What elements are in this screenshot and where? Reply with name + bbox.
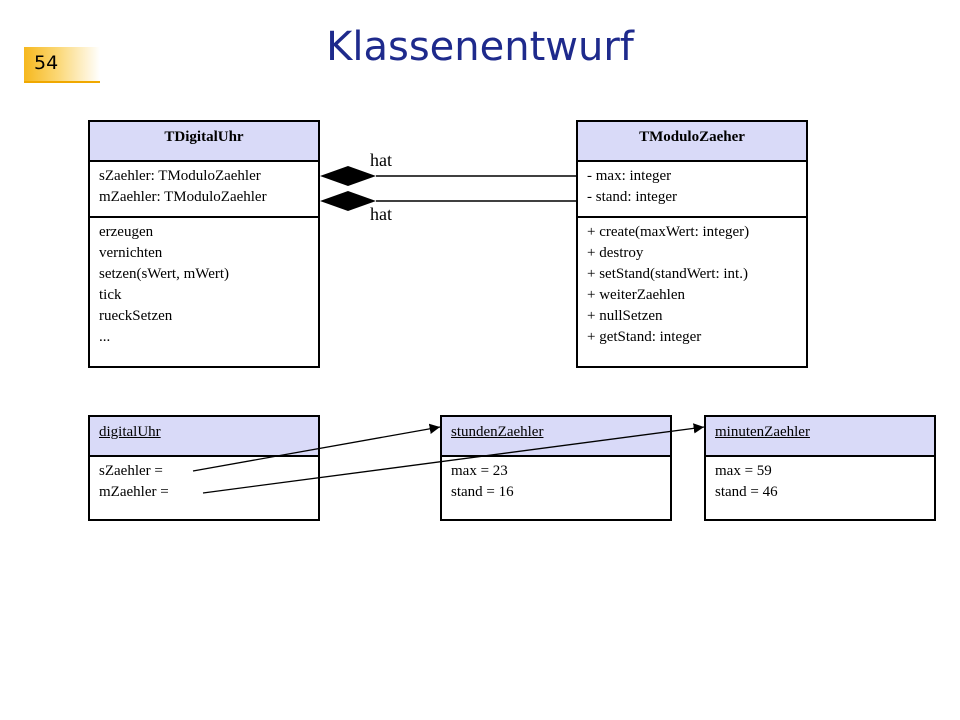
slide-number-badge: 54 [24,47,100,83]
slide-title: Klassenentwurf [326,24,634,70]
method: + getStand: integer [587,329,702,345]
method: + destroy [587,245,644,261]
method: erzeugen [99,224,154,240]
class-tmodulozaeher: TModuloZaeher - max: integer - stand: in… [576,120,808,368]
field: max = 59 [715,463,772,479]
method: vernichten [99,245,163,261]
slide-number: 54 [34,52,59,74]
attribute: - stand: integer [587,189,677,205]
object-name: stundenZaehler [442,417,670,455]
class-tdigitaluhr: TDigitalUhr sZaehler: TModuloZaehler mZa… [88,120,320,368]
class-attributes: sZaehler: TModuloZaehler mZaehler: TModu… [90,160,318,216]
field: stand = 46 [715,484,778,500]
class-name: TDigitalUhr [90,122,318,160]
method: + nullSetzen [587,308,663,324]
composition-diamond-bottom [320,191,376,211]
object-minutenzaehler: minutenZaehler max = 59 stand = 46 [704,415,936,521]
attribute: mZaehler: TModuloZaehler [99,189,267,205]
object-name: minutenZaehler [706,417,934,455]
association-label-top: hat [370,150,392,170]
class-name: TModuloZaeher [578,122,806,160]
object-digitaluhr: digitalUhr sZaehler = mZaehler = [88,415,320,521]
method: rueckSetzen [99,308,173,324]
method: tick [99,287,122,303]
attribute: - max: integer [587,168,672,184]
slide-number-underline [24,81,100,83]
association-bottom [320,191,576,211]
object-fields: sZaehler = mZaehler = [90,455,318,503]
object-stundenzaehler: stundenZaehler max = 23 stand = 16 [440,415,672,521]
object-fields: max = 59 stand = 46 [706,455,934,503]
method: + create(maxWert: integer) [587,224,750,240]
class-methods: + create(maxWert: integer) + destroy + s… [578,216,806,348]
field: sZaehler = [99,463,163,479]
class-attributes: - max: integer - stand: integer [578,160,806,216]
field: stand = 16 [451,484,514,500]
method: + weiterZaehlen [587,287,685,303]
object-fields: max = 23 stand = 16 [442,455,670,503]
field: max = 23 [451,463,508,479]
class-methods: erzeugen vernichten setzen(sWert, mWert)… [90,216,318,348]
method: ... [99,329,111,345]
association-label-bottom: hat [370,204,392,224]
field: mZaehler = [99,484,169,500]
object-name: digitalUhr [90,417,318,455]
attribute: sZaehler: TModuloZaehler [99,168,261,184]
composition-diamond-top [320,166,376,186]
method: + setStand(standWert: int.) [587,266,748,282]
association-top [320,166,576,186]
method: setzen(sWert, mWert) [99,266,230,282]
